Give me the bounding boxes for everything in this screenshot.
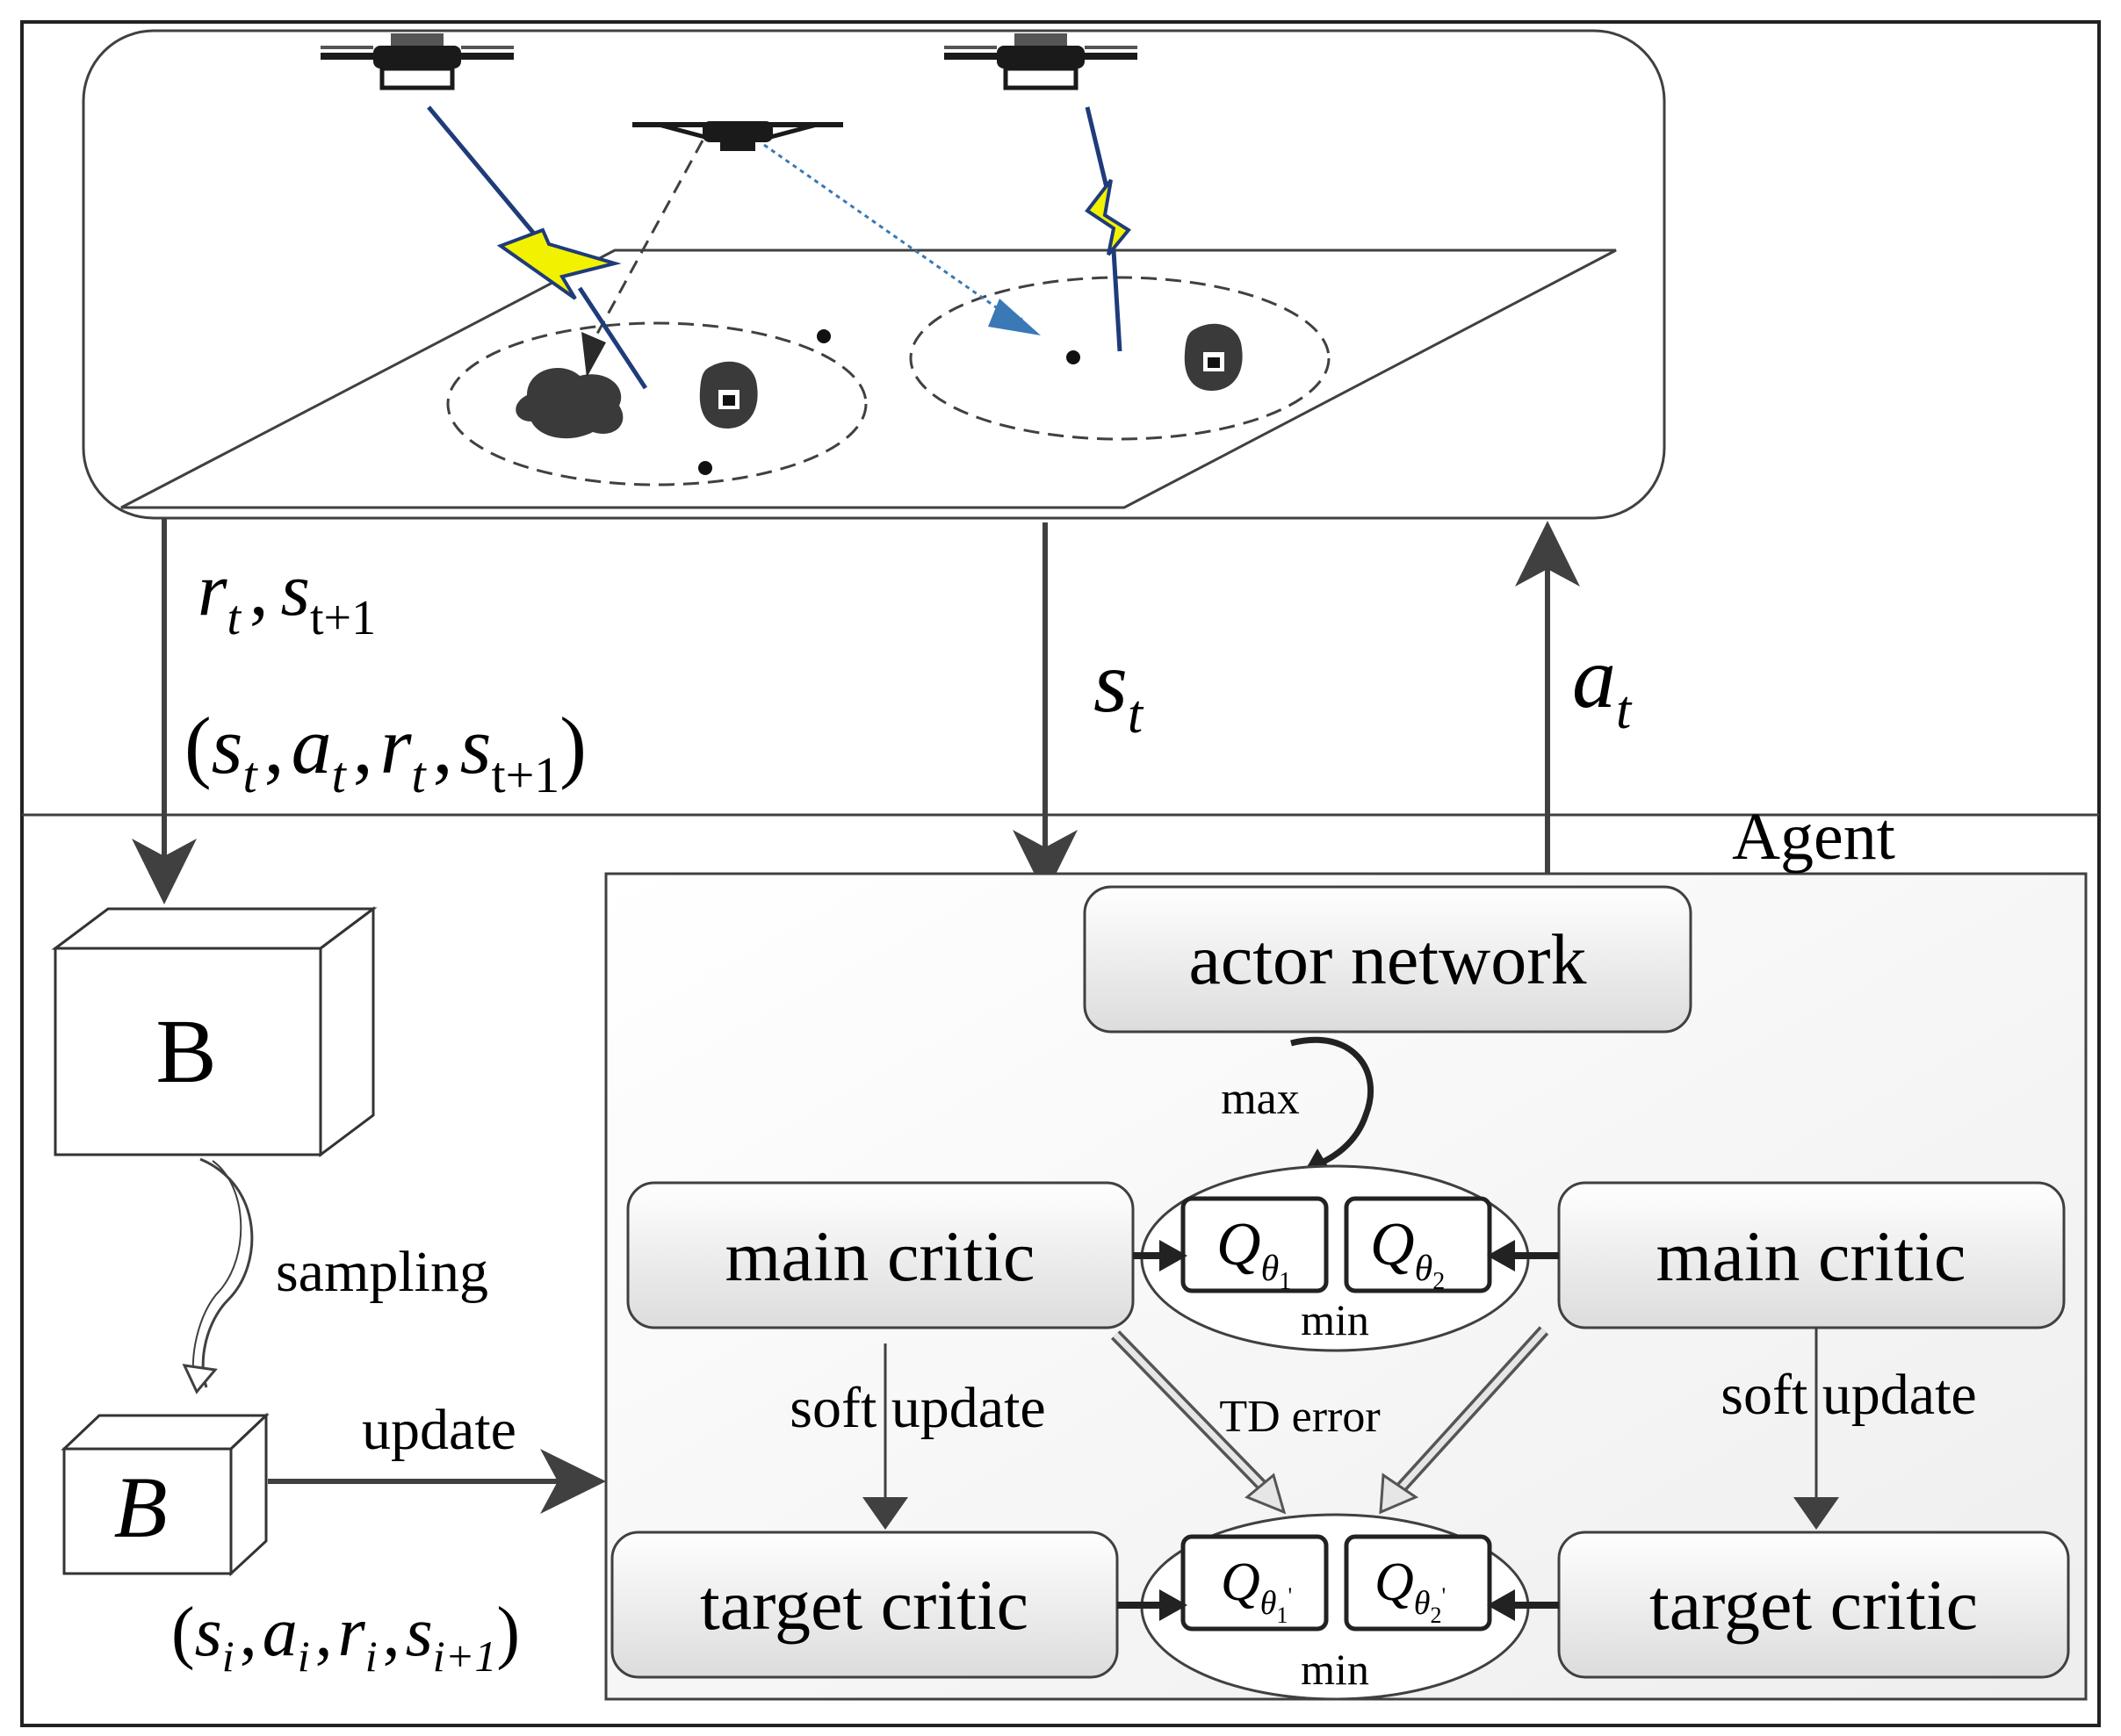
user-dot — [1066, 350, 1080, 364]
arrow-head — [182, 1364, 218, 1394]
actor-network-label: actor network — [1188, 919, 1586, 999]
uav-link-dashed — [595, 140, 704, 335]
replay-buffer-cube[interactable] — [51, 906, 378, 1157]
max-label: max — [1221, 1074, 1300, 1124]
coverage-area-right — [909, 276, 1331, 441]
target-critic-right-label: target critic — [1649, 1565, 1978, 1645]
trajectory-head — [988, 299, 1041, 335]
q-theta1-prime-box — [1180, 1534, 1329, 1632]
arrow-head — [1515, 521, 1580, 587]
wireless-link-lightning — [427, 105, 648, 390]
uav-drone-icon — [944, 33, 1137, 90]
update-label: update — [362, 1398, 516, 1462]
uav-drone-icon — [632, 121, 843, 151]
actor-network-box[interactable] — [1083, 885, 1692, 1034]
replay-buffer-label: B — [155, 1001, 216, 1102]
q-theta2-prime-label: Qθ2' — [1374, 1552, 1446, 1628]
ground-user-icon — [516, 368, 624, 439]
soft-update-left-label: soft update — [790, 1376, 1045, 1440]
action-label: at — [1572, 629, 1633, 740]
uav-drone-icon — [321, 33, 514, 90]
uav-beam-marker — [581, 332, 606, 378]
iot-device-icon — [1184, 323, 1243, 391]
q-theta2-label: Qθ2 — [1370, 1211, 1445, 1295]
q-theta2-box — [1344, 1196, 1492, 1293]
state-label: st — [1093, 633, 1144, 745]
uav-trajectory-arrow — [763, 143, 1029, 331]
arrow-head — [1487, 1240, 1515, 1271]
ground-plane — [120, 249, 1617, 509]
agent-title: Agent — [1732, 800, 1895, 874]
q-theta2-prime-box — [1344, 1534, 1492, 1632]
arrow-head — [1159, 1589, 1187, 1621]
target-critic-left-label: target critic — [700, 1565, 1028, 1645]
arrow-head — [132, 839, 197, 904]
max-curve-arrow — [1290, 1036, 1374, 1171]
td-error-arrow-right — [1379, 1326, 1549, 1515]
minibatch-cube[interactable] — [61, 1412, 270, 1577]
reward-next-state-label: rt,st+1 — [198, 547, 376, 645]
outer-frame — [20, 20, 2101, 1727]
arrow-head — [862, 1497, 908, 1530]
sampling-label: sampling — [276, 1240, 488, 1304]
main-critic-left-label: main critic — [725, 1216, 1035, 1296]
soft-update-right-label: soft update — [1721, 1363, 1976, 1427]
iot-device-icon — [699, 361, 758, 429]
arrow-head — [1793, 1497, 1839, 1530]
td-error-label: TD error — [1219, 1392, 1380, 1442]
user-dot — [698, 461, 712, 475]
transition-tuple-label: (st,at,rt,st+1) — [184, 701, 587, 803]
sampling-curve-inner — [191, 1160, 242, 1384]
min-label-bottom: min — [1301, 1645, 1369, 1694]
coverage-area-left — [446, 321, 868, 486]
min-label-top: min — [1301, 1295, 1369, 1344]
arrow-head — [1159, 1240, 1187, 1271]
sample-tuple-label: (si,ai,ri,si+1) — [171, 1594, 520, 1681]
td-error-arrow-left — [1110, 1330, 1287, 1515]
arrow-head — [1487, 1589, 1515, 1621]
wireless-link-lightning — [1085, 106, 1131, 352]
sampling-curve-arrow — [199, 1157, 254, 1388]
user-dot — [817, 329, 831, 343]
minibatch-label: B — [113, 1459, 167, 1556]
arrow-head — [1013, 830, 1078, 896]
arrow-head — [540, 1449, 606, 1514]
q-theta1-box — [1180, 1196, 1329, 1293]
q-theta1-prime-label: Qθ1' — [1221, 1552, 1292, 1628]
main-critic-right-label: main critic — [1656, 1216, 1966, 1296]
q-theta1-label: Qθ1 — [1216, 1211, 1291, 1295]
